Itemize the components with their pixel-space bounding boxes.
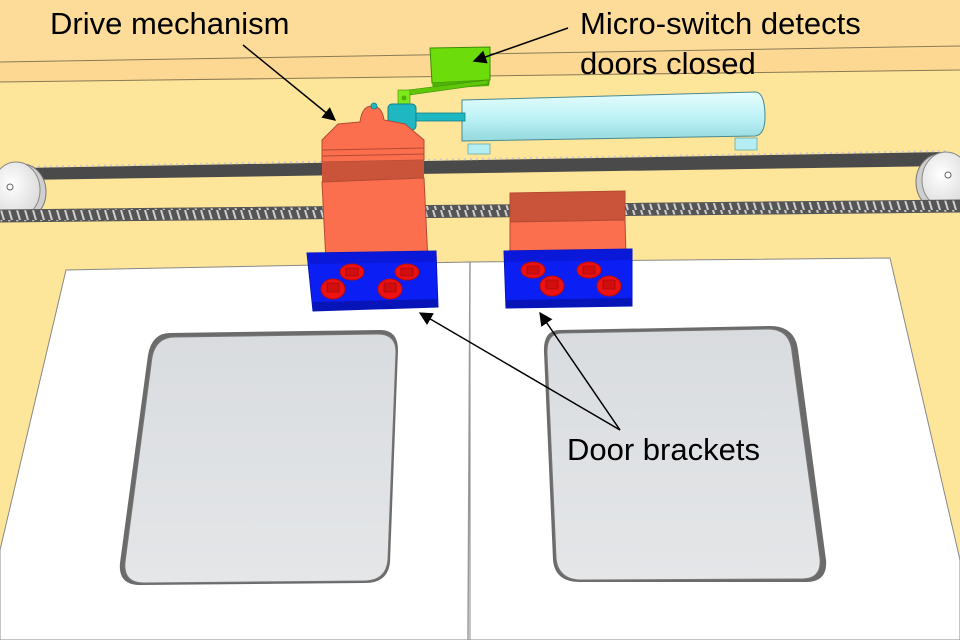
callout-arrows bbox=[242, 27, 621, 431]
arrow-micro-switch bbox=[472, 27, 569, 64]
right-drive-carrier bbox=[509, 190, 627, 257]
bolt bbox=[576, 261, 602, 279]
drive-mechanism bbox=[321, 102, 429, 263]
bolt bbox=[539, 275, 565, 297]
drive-belt-upper bbox=[19, 150, 946, 180]
left-door-bracket bbox=[306, 250, 439, 312]
label-door-brackets: Door brackets bbox=[567, 432, 760, 467]
pneumatic-actuator bbox=[409, 91, 766, 155]
actuator-rod bbox=[409, 112, 466, 122]
label-micro-switch-line2: doors closed bbox=[580, 46, 756, 81]
arrow-right-bracket bbox=[539, 311, 621, 431]
bolt bbox=[394, 263, 420, 281]
arrow-left-bracket bbox=[418, 312, 621, 431]
bolt bbox=[320, 278, 346, 300]
left-door-window bbox=[119, 330, 399, 585]
bolt bbox=[596, 275, 622, 297]
label-drive-mechanism: Drive mechanism bbox=[50, 6, 290, 41]
label-micro-switch-line1: Micro-switch detects bbox=[580, 6, 861, 41]
pulley-right bbox=[915, 151, 960, 211]
door-seam bbox=[467, 261, 471, 640]
arrow-drive-mechanism bbox=[242, 44, 337, 121]
bolt bbox=[339, 263, 365, 281]
right-door-window bbox=[543, 326, 827, 582]
right-door-bracket bbox=[503, 248, 633, 309]
bolt bbox=[520, 261, 546, 279]
bolt bbox=[377, 278, 403, 300]
drive-belt-lower bbox=[0, 199, 960, 223]
pulley-left bbox=[0, 161, 47, 221]
